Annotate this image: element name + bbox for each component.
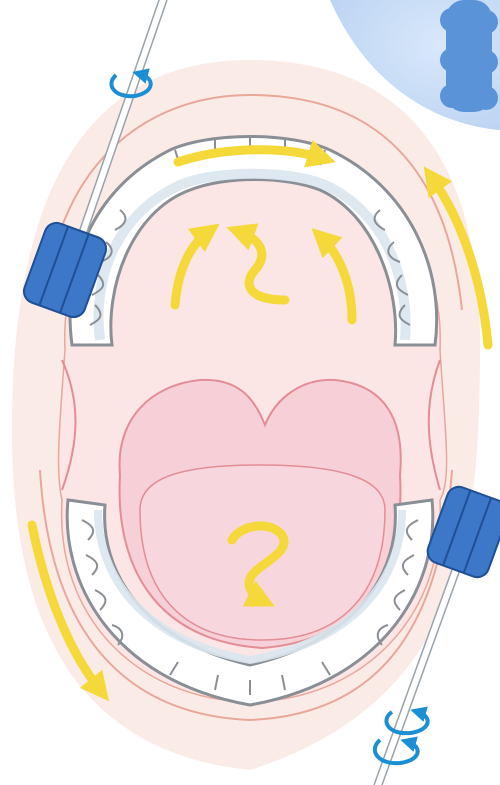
diagram-canvas bbox=[0, 0, 500, 785]
oral-care-diagram bbox=[0, 0, 500, 785]
